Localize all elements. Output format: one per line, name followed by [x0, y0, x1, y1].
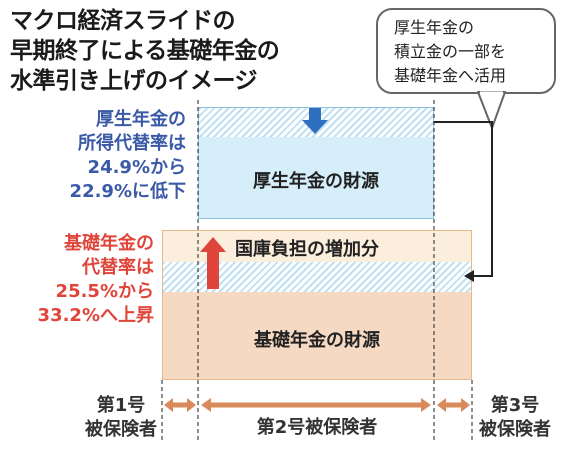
kosei-source-box: 厚生年金の財源	[198, 137, 434, 219]
title-line-3: 水準引き上げのイメージ	[10, 68, 258, 94]
bubble-line-2: 積立金の一部を	[394, 42, 507, 61]
kosei-replacement-rate-label: 厚生年金の 所得代替率は 24.9%から 22.9%に低下	[4, 108, 186, 204]
double-arrow-icon-third	[437, 398, 470, 412]
kosei-label-line-4: 22.9%に低下	[69, 181, 186, 202]
kiso-label-line-4: 33.2%へ上昇	[37, 305, 154, 326]
kiso-source-label: 基礎年金の財源	[254, 330, 380, 351]
first-insured-line-2: 被保険者	[85, 419, 157, 440]
kiso-replacement-rate-label: 基礎年金の 代替率は 25.5%から 33.2%へ上昇	[4, 232, 154, 328]
kosei-transfer-hatched-area	[198, 107, 434, 137]
kiso-label-line-2: 代替率は	[82, 257, 154, 278]
double-arrow-icon-second	[201, 398, 431, 412]
first-insured-line-1: 第1号	[96, 395, 146, 416]
kosei-label-line-2: 所得代替率は	[78, 133, 186, 154]
third-insured-label: 第3号 被保険者	[470, 394, 560, 442]
title-line-2: 早期終了による基礎年金の	[10, 38, 280, 64]
double-arrow-icon-first	[164, 398, 196, 412]
diagram-title: マクロ経済スライドの 早期終了による基礎年金の 水準引き上げのイメージ	[10, 6, 350, 96]
kiso-transfer-hatched-area	[162, 262, 472, 292]
first-insured-label: 第1号 被保険者	[76, 394, 166, 442]
kosei-label-line-3: 24.9%から	[87, 157, 186, 178]
bubble-line-3: 基礎年金へ活用	[394, 66, 507, 85]
kokko-increase-box: 国庫負担の増加分	[162, 230, 472, 262]
kiso-label-line-1: 基礎年金の	[64, 233, 154, 254]
title-line-1: マクロ経済スライドの	[10, 8, 236, 34]
kokko-increase-label: 国庫負担の増加分	[235, 239, 379, 260]
bubble-line-1: 厚生年金の	[394, 18, 475, 37]
kiso-label-line-3: 25.5%から	[55, 281, 154, 302]
third-insured-line-1: 第3号	[490, 395, 540, 416]
kiso-source-box: 基礎年金の財源	[162, 292, 472, 380]
second-insured-text: 第2号被保険者	[256, 417, 378, 438]
kosei-label-line-1: 厚生年金の	[96, 109, 186, 130]
speech-bubble: 厚生年金の 積立金の一部を 基礎年金へ活用	[376, 8, 556, 94]
third-insured-line-2: 被保険者	[479, 419, 551, 440]
kosei-source-label: 厚生年金の財源	[253, 171, 379, 192]
second-insured-label: 第2号被保険者	[212, 416, 422, 440]
